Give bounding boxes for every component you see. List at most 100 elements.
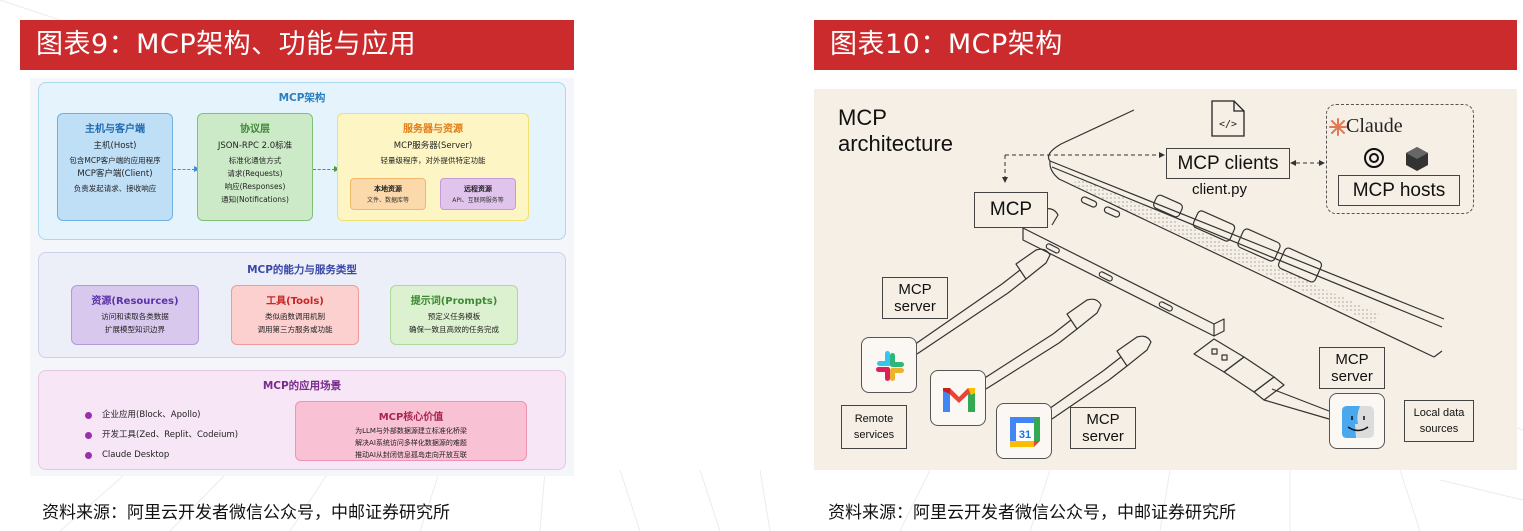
local-resources-heading: 本地资源	[374, 185, 402, 193]
protocol-notifications: 通知(Notifications)	[221, 195, 289, 204]
protocol-layer-box: 协议层 JSON-RPC 2.0标准 标准化通信方式 请求(Requests) …	[197, 113, 313, 221]
protocol-responses: 响应(Responses)	[224, 182, 286, 191]
server-heading: 服务器与资源	[403, 124, 463, 135]
prompts-line-1: 预定义任务模板	[427, 312, 481, 321]
mcp-server-label-local: MCP server	[1319, 347, 1385, 389]
figure-9-title: 图表9：MCP架构、功能与应用	[20, 20, 574, 70]
label-line: MCP	[1335, 351, 1369, 368]
claude-logo-icon	[1329, 118, 1347, 136]
list-item-label: 开发工具(Zed、Replit、Codeium)	[102, 430, 239, 440]
architecture-title: MCP架构	[278, 92, 326, 104]
openai-logo-icon	[1364, 148, 1384, 168]
slack-icon	[861, 337, 917, 393]
finder-icon	[1329, 393, 1385, 449]
capabilities-title: MCP的能力与服务类型	[247, 264, 357, 276]
laptop-screen-edge	[1047, 109, 1135, 162]
mcp-hosts-group	[1326, 104, 1474, 214]
resources-line-2: 扩展模型知识边界	[105, 325, 165, 334]
host-desc: 包含MCP客户端的应用程序	[69, 156, 161, 165]
list-item: 开发工具(Zed、Replit、Codeium)	[85, 425, 238, 445]
laptop-body	[1049, 160, 1445, 358]
figure-9-source: 资料来源：阿里云开发者微信公众号，中邮证券研究所	[42, 503, 450, 523]
mcp-architecture-function-diagram: MCP架构 主机与客户端 主机(Host) 包含MCP客户端的应用程序 MCP客…	[30, 78, 574, 476]
label-line: server	[1331, 368, 1373, 385]
label-line: MCP	[898, 281, 932, 298]
bullet-icon	[85, 411, 92, 419]
label-line: server	[894, 298, 936, 315]
prompts-line-2: 确保一致且高效的任务完成	[409, 325, 499, 334]
gmail-icon	[930, 370, 986, 426]
label-line: sources	[1419, 423, 1459, 435]
host-to-protocol-arrow	[173, 165, 200, 172]
client-desc: 负责发起请求、接收响应	[73, 184, 157, 193]
label-line: services	[853, 429, 895, 441]
usb-c-cable-2	[979, 298, 1102, 390]
list-item-label: Claude Desktop	[102, 450, 170, 460]
list-item: Claude Desktop	[85, 445, 238, 465]
remote-resources-desc: API、互联网服务等	[452, 197, 504, 204]
heading-line-1: MCP	[838, 105, 887, 130]
tools-box: 工具(Tools) 类似函数调用机制 调用第三方服务或功能	[231, 285, 359, 345]
local-resources-desc: 文件、数据库等	[366, 197, 409, 204]
local-resources-box: 本地资源 文件、数据库等	[350, 178, 426, 210]
architecture-section: MCP架构 主机与客户端 主机(Host) 包含MCP客户端的应用程序 MCP客…	[38, 82, 566, 240]
core-value-line-2: 解决AI系统访问多样化数据源的难题	[355, 439, 467, 447]
capabilities-section: MCP的能力与服务类型 资源(Resources) 访问和读取各类数据 扩展模型…	[38, 252, 566, 358]
code-file-icon: </>	[1211, 100, 1245, 137]
bullet-icon	[85, 451, 92, 459]
label-line: Remote	[854, 413, 894, 425]
client-line: MCP客户端(Client)	[77, 169, 153, 179]
applications-title: MCP的应用场景	[262, 380, 342, 392]
bullet-icon	[85, 431, 92, 439]
remote-resources-heading: 远程资源	[464, 185, 492, 193]
label-line: MCP	[1086, 411, 1120, 428]
client-file-label: client.py	[1192, 181, 1248, 198]
usb-c-cable-1	[910, 248, 1051, 355]
figure-10-source: 资料来源：阿里云开发者微信公众号，中邮证券研究所	[828, 503, 1236, 523]
mcp-clients-label: MCP clients	[1166, 148, 1290, 179]
tools-heading: 工具(Tools)	[266, 296, 324, 307]
figure-10-title: 图表10：MCP架构	[814, 20, 1517, 70]
resources-box: 资源(Resources) 访问和读取各类数据 扩展模型知识边界	[71, 285, 199, 345]
calendar-day: 31	[1019, 429, 1031, 441]
host-client-heading: 主机与客户端	[85, 124, 145, 135]
remote-services-label: Remote services	[841, 405, 907, 449]
usb-a-plug	[1193, 338, 1330, 420]
core-value-heading: MCP核心价值	[378, 412, 444, 423]
applications-section: MCP的应用场景 企业应用(Block、Apollo) 开发工具(Zed、Rep…	[38, 370, 566, 470]
prompts-heading: 提示词(Prompts)	[410, 296, 498, 307]
tools-line-1: 类似函数调用机制	[265, 312, 325, 321]
remote-resources-box: 远程资源 API、互联网服务等	[440, 178, 516, 210]
laptop-hub-cables-art: </>	[910, 100, 1445, 420]
svg-text:</>: </>	[1219, 119, 1237, 130]
local-data-sources-label: Local data sources	[1404, 400, 1474, 442]
resources-heading: 资源(Resources)	[91, 296, 179, 307]
mcp-architecture-illustration: </> MCP architecture MCP MCP clients cli…	[814, 89, 1517, 470]
prompts-box: 提示词(Prompts) 预定义任务模板 确保一致且高效的任务完成	[390, 285, 518, 345]
protocol-heading: 协议层	[240, 124, 270, 135]
architecture-heading: MCP architecture	[838, 105, 953, 157]
core-value-line-3: 推动AI从封闭信息孤岛走向开放互联	[355, 451, 467, 459]
core-value-box: MCP核心价值 为LLM与外部数据源建立标准化桥梁 解决AI系统访问多样化数据源…	[295, 401, 527, 461]
protocol-standard: JSON-RPC 2.0标准	[217, 141, 293, 151]
core-value-line-1: 为LLM与外部数据源建立标准化桥梁	[355, 427, 467, 435]
tools-line-2: 调用第三方服务或功能	[257, 325, 333, 334]
heading-line-2: architecture	[838, 131, 953, 156]
server-desc: 轻量级程序，对外提供特定功能	[380, 156, 486, 165]
google-calendar-icon: 31	[996, 403, 1052, 459]
host-line: 主机(Host)	[93, 141, 137, 151]
list-item-label: 企业应用(Block、Apollo)	[102, 410, 201, 420]
label-line: Local data	[1413, 407, 1465, 419]
mcp-server-label-calendar: MCP server	[1070, 407, 1136, 449]
protocol-requests: 请求(Requests)	[227, 169, 283, 178]
protocol-to-server-arrow	[313, 165, 340, 172]
label-line: server	[1082, 428, 1124, 445]
list-item: 企业应用(Block、Apollo)	[85, 405, 238, 425]
mcp-server-label-remote: MCP server	[882, 277, 948, 319]
perplexity-logo-icon	[1406, 147, 1428, 171]
mcp-label: MCP	[974, 192, 1048, 228]
server-line: MCP服务器(Server)	[393, 141, 473, 151]
application-list: 企业应用(Block、Apollo) 开发工具(Zed、Replit、Codei…	[85, 405, 238, 465]
host-client-box: 主机与客户端 主机(Host) 包含MCP客户端的应用程序 MCP客户端(Cli…	[57, 113, 173, 221]
claude-label: Claude	[1346, 115, 1403, 137]
